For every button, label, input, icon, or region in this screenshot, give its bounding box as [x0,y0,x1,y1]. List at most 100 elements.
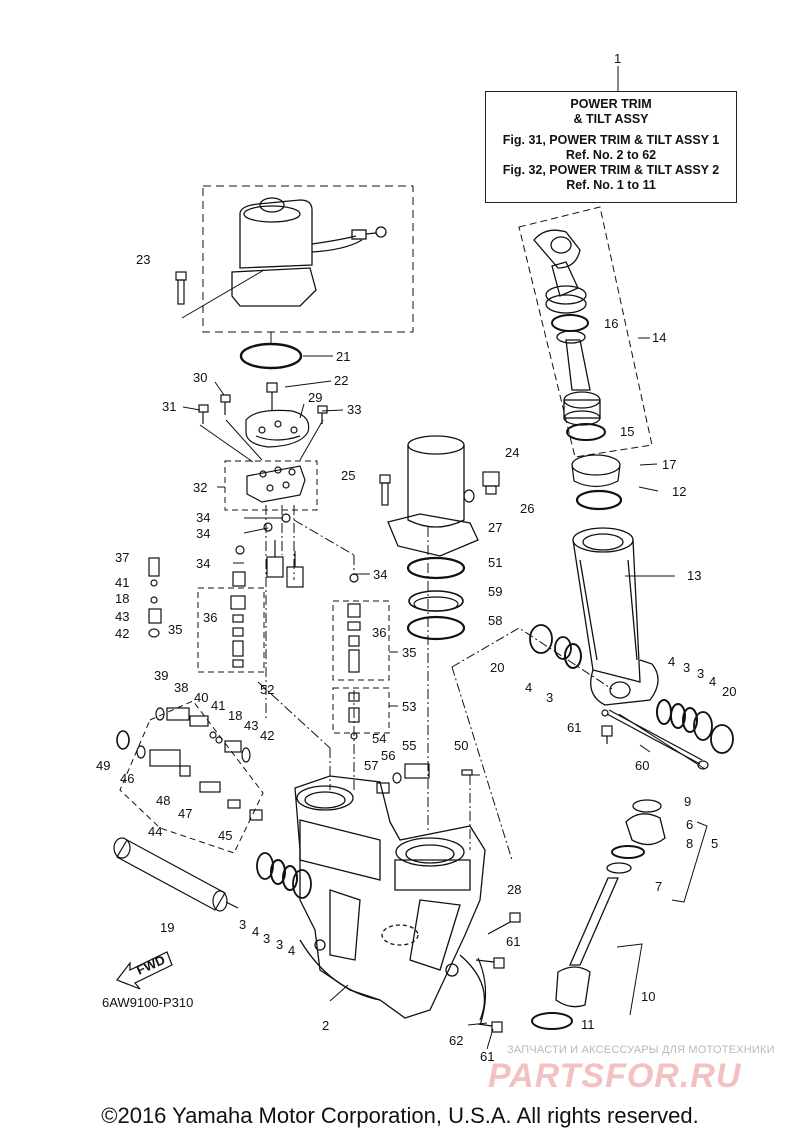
o-ring-21 [239,342,303,370]
cap-17 [571,454,621,488]
callout-5: 5 [711,836,718,851]
callout-28: 28 [507,882,521,897]
fwd-label: FWD [134,952,167,978]
callout-27: 27 [488,520,502,535]
callout-59: 59 [488,584,502,599]
cap-26 [482,471,500,495]
manifold-body-2 [294,775,486,1021]
callout-42-b: 42 [260,728,274,743]
valve-row-38-43 [155,707,251,763]
callout-19: 19 [160,920,174,935]
bolt-28 [487,912,521,935]
callout-22: 22 [334,373,348,388]
callout-61-a: 61 [567,720,581,735]
assembly-reference-box: POWER TRIM & TILT ASSY Fig. 31, POWER TR… [485,91,737,203]
callout-21: 21 [336,349,350,364]
bolt-61-and-lead-60 [601,709,709,770]
callout-53: 53 [402,699,416,714]
callout-58: 58 [488,613,502,628]
trim-motor [231,197,387,307]
callout-16: 16 [604,316,618,331]
callout-4-d: 4 [668,654,675,669]
box-fig-32: Fig. 32, POWER TRIM & TILT ASSY 2 [502,163,720,177]
valve-stack-35-left [230,571,246,668]
plugs-55-57 [376,763,430,794]
callout-31: 31 [162,399,176,414]
callout-3-a: 3 [239,917,246,932]
bolt-23 [175,271,187,305]
watermark-logo: PARTSFOR.RU [488,1057,742,1095]
callout-33: 33 [347,402,361,417]
rings-right [529,624,734,754]
diagram-code: 6AW9100-P310 [102,995,194,1010]
callout-42-a: 42 [115,626,129,641]
filter-59 [408,590,464,612]
callout-30: 30 [193,370,207,385]
callout-56: 56 [381,748,395,763]
valve-plate-29 [245,409,310,448]
callout-11: 11 [581,1017,595,1032]
o-ring-12 [575,489,623,511]
screws-30-31-33 [198,394,328,424]
tube-19 [113,837,239,912]
callout-43-a: 43 [115,609,129,624]
pump-gears [266,540,304,588]
callout-41-b: 41 [211,698,225,713]
callout-7: 7 [655,879,662,894]
callout-17: 17 [662,457,676,472]
callout-38: 38 [174,680,188,695]
callout-52: 52 [260,682,274,697]
callout-55: 55 [402,738,416,753]
callout-24: 24 [505,445,519,460]
tilt-rod-14 [533,229,606,441]
fwd-arrow-icon [116,951,173,990]
callout-13: 13 [687,568,701,583]
watermark-tagline: ЗАПЧАСТИ И АКСЕССУАРЫ ДЛЯ МОТОТЕХНИКИ [507,1044,775,1056]
callout-35-b: 35 [402,645,416,660]
callout-48: 48 [156,793,170,808]
callout-60: 60 [635,758,649,773]
callout-41-a: 41 [115,575,129,590]
box-title-line-1: POWER TRIM [570,97,652,111]
callout-3-b: 3 [263,931,270,946]
callout-8: 8 [686,836,693,851]
callout-34-a: 34 [196,510,210,525]
callout-20-b: 20 [722,684,736,699]
o-ring-58 [406,615,466,641]
callout-4-a: 4 [252,924,259,939]
box-ref-31: Ref. No. 2 to 62 [565,148,657,162]
balls-34 [235,513,359,583]
callout-34-c: 34 [196,556,210,571]
o-ring-51 [406,556,466,580]
callout-29: 29 [308,390,322,405]
valve-parts-37-43 [148,557,162,638]
callout-32: 32 [193,480,207,495]
bolts-61-62-bottom [475,957,505,1033]
callout-47: 47 [178,806,192,821]
callout-numbers: 1 23 21 30 22 29 31 33 32 34 34 34 34 37… [96,51,736,1064]
callout-36-a: 36 [203,610,217,625]
callout-62: 62 [449,1033,463,1048]
copyright-notice: ©2016 Yamaha Motor Corporation, U.S.A. A… [101,1103,699,1128]
callout-4-c: 4 [525,680,532,695]
callout-34-d: 34 [373,567,387,582]
cylinder-13 [572,527,659,706]
callout-43-b: 43 [244,718,258,733]
callout-12: 12 [672,484,686,499]
box-title-line-2: & TILT ASSY [573,112,649,126]
piston-rod-10 [531,799,666,1030]
pump-32 [246,465,306,503]
callout-18-a: 18 [115,591,129,606]
callout-2: 2 [322,1018,329,1033]
callout-18-b: 18 [228,708,242,723]
callout-4-e: 4 [709,674,716,689]
callout-51: 51 [488,555,502,570]
callout-35-a: 35 [168,622,182,637]
callout-49: 49 [96,758,110,773]
callout-9: 9 [684,794,691,809]
callout-61-c: 61 [480,1049,494,1064]
callout-20-a: 20 [490,660,504,675]
callout-46: 46 [120,771,134,786]
